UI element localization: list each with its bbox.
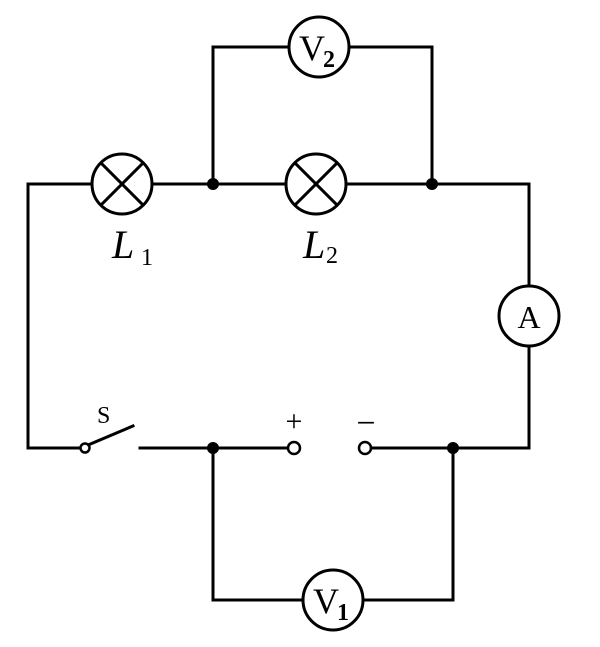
voltmeter-v2-icon <box>287 15 351 79</box>
voltmeter-v1-subscript: 1 <box>337 600 349 626</box>
lamp-l1-letter: L <box>111 222 134 267</box>
wire-v1-branch-right <box>361 446 455 602</box>
positive-terminal <box>286 440 302 456</box>
lamp-l1: L 1 <box>90 152 154 271</box>
switch-s: S <box>79 403 110 454</box>
negative-terminal <box>357 440 373 456</box>
power-supply: + − <box>286 405 376 456</box>
ammeter-letter: A <box>517 299 540 335</box>
wire-v2-branch-left <box>211 45 291 186</box>
voltmeter-v2-letter: V <box>299 28 325 68</box>
voltmeter-v1-icon <box>301 568 365 632</box>
wire-v2-branch-right <box>347 45 434 186</box>
lamp-l2-letter: L <box>302 222 325 267</box>
voltmeter-v2-subscript: 2 <box>323 47 335 73</box>
voltmeter-v1-letter: V <box>313 581 339 621</box>
lamp-l2: L 2 <box>284 152 348 269</box>
ammeter-icon <box>497 284 561 348</box>
switch-terminal <box>79 442 91 454</box>
positive-sign: + <box>286 405 303 438</box>
ammeter: A <box>497 284 561 348</box>
junction-dot <box>207 178 219 190</box>
voltmeter-v2: V 2 <box>287 15 351 79</box>
negative-sign: − <box>356 405 375 442</box>
lamp-l2-subscript: 2 <box>326 243 338 269</box>
junction-dot <box>207 442 219 454</box>
junction-dot <box>426 178 438 190</box>
voltmeter-v1: V 1 <box>301 568 365 632</box>
junction-dot <box>447 442 459 454</box>
switch-blade <box>86 424 135 447</box>
wire-v1-branch-left <box>211 446 305 602</box>
lamp-l1-subscript: 1 <box>141 245 153 271</box>
switch-label: S <box>97 403 110 429</box>
